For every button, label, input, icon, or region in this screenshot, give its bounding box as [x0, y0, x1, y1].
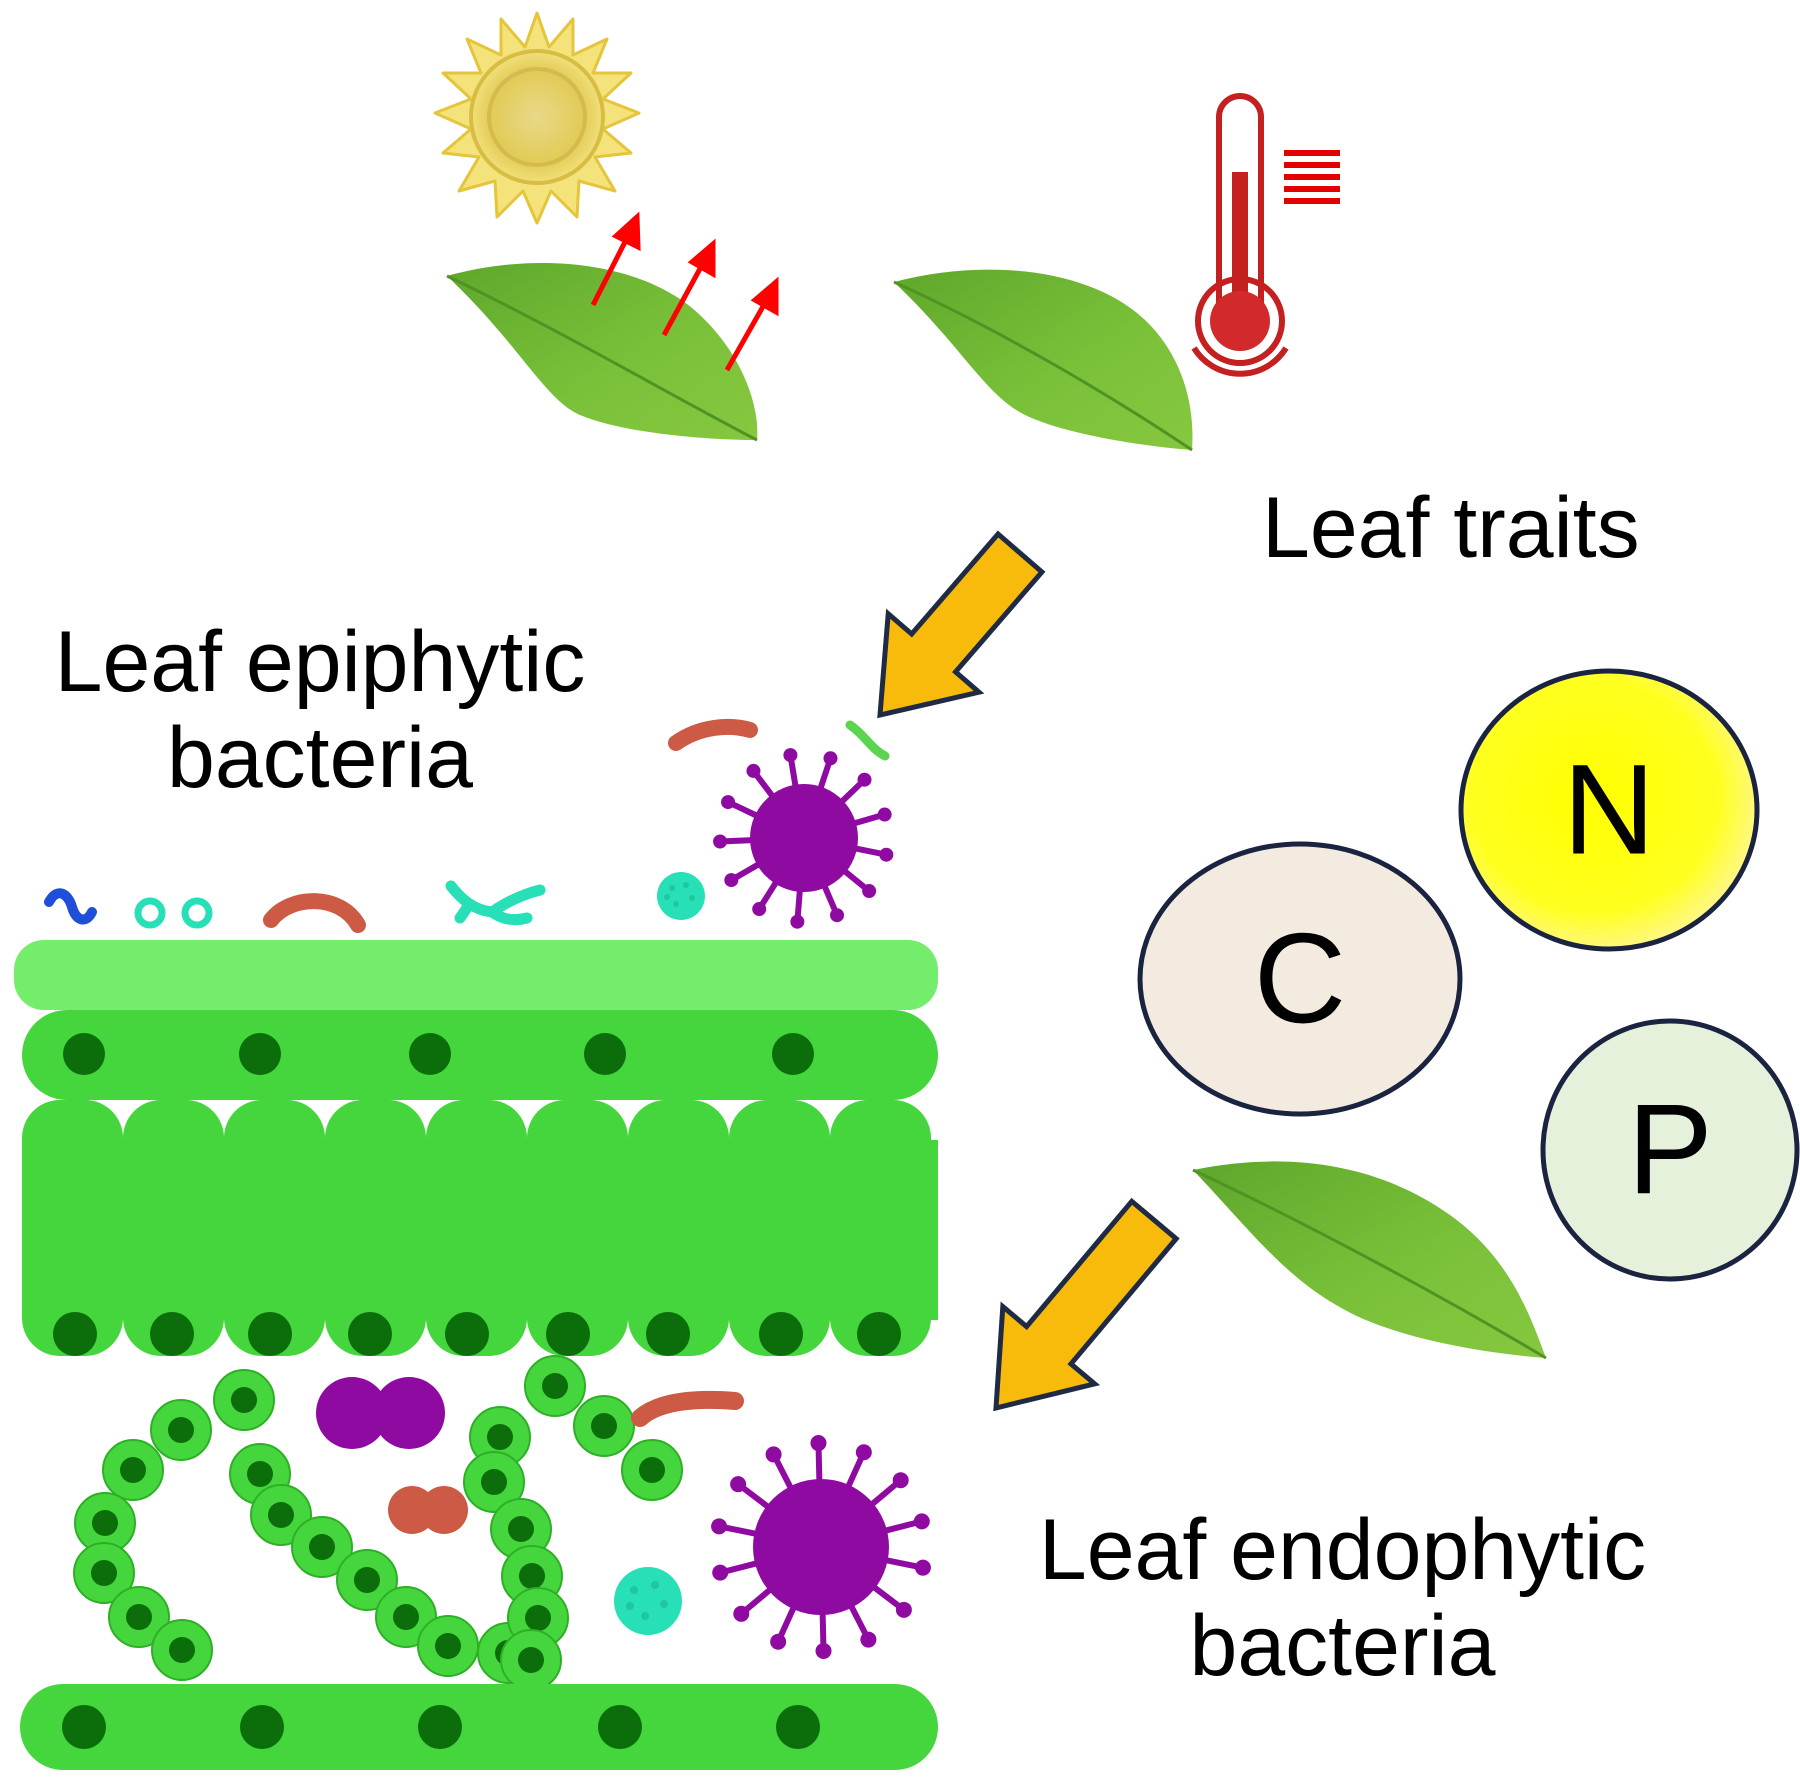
heat-level-bars [1284, 150, 1340, 204]
nucleus [598, 1705, 642, 1749]
nucleus [348, 1312, 392, 1356]
leaf-icon [893, 269, 1193, 452]
bacterium-icon [316, 1377, 445, 1449]
nucleus [591, 1413, 617, 1439]
bacterium-icon [445, 880, 546, 926]
lower-epidermis [20, 1684, 938, 1770]
yellow-arrow-icon [993, 1197, 1180, 1412]
nucleus [772, 1033, 814, 1075]
bacterium-icon [614, 1567, 682, 1635]
nucleus [546, 1312, 590, 1356]
nucleus [150, 1312, 194, 1356]
leaf-traits-label: Leaf traits [1262, 480, 1640, 576]
nucleus [646, 1312, 690, 1356]
epiphytic-microbes [44, 718, 894, 933]
nucleus [857, 1312, 901, 1356]
nucleus [584, 1033, 626, 1075]
epiphytic-label-line2: bacteria [167, 710, 473, 806]
nucleus [63, 1033, 105, 1075]
nucleus [776, 1705, 820, 1749]
nucleus [435, 1633, 461, 1659]
bacterium-icon [845, 720, 890, 761]
epiphytic-label-line1: Leaf epiphytic [54, 614, 586, 710]
bacterium-icon [657, 872, 705, 920]
bacterium-icon [668, 718, 758, 751]
nucleus [354, 1567, 380, 1593]
phosphorus-label: P [1627, 1079, 1712, 1222]
nucleus [240, 1705, 284, 1749]
bacterium-icon [263, 893, 366, 933]
cuticle-layer [14, 940, 938, 1010]
leaf-icon [1192, 1161, 1547, 1360]
nucleus [508, 1516, 534, 1542]
nucleus [53, 1312, 97, 1356]
spongy-mesophyll [73, 1355, 683, 1691]
nucleus [248, 1312, 292, 1356]
bacterium-icon [181, 897, 213, 929]
nucleus [169, 1637, 195, 1663]
light-reflection-arrows [590, 211, 779, 372]
nitrogen-circle: N [1458, 668, 1760, 952]
nucleus [92, 1510, 118, 1536]
carbon-label: C [1254, 908, 1346, 1051]
nucleus [62, 1705, 106, 1749]
epiphytic-bacteria-label: Leaf epiphytic bacteria [0, 614, 640, 806]
thermometer-icon [1191, 93, 1340, 377]
nitrogen-label: N [1563, 739, 1655, 882]
bacterium-icon [388, 1486, 468, 1534]
nucleus [247, 1461, 273, 1487]
nucleus [418, 1705, 462, 1749]
nucleus [268, 1502, 294, 1528]
nucleus [168, 1417, 194, 1443]
bacterium-icon [134, 897, 166, 929]
upper-epidermis [22, 1010, 938, 1100]
nucleus [239, 1033, 281, 1075]
phosphorus-circle: P [1540, 1018, 1800, 1282]
bacterium-icon [631, 1390, 744, 1427]
virus-like-microbe-icon [713, 748, 894, 929]
nucleus [519, 1563, 545, 1589]
endophytic-bacteria-label: Leaf endophytic bacteria [970, 1502, 1715, 1694]
nucleus [393, 1604, 419, 1630]
sun-icon [433, 11, 641, 225]
nucleus [542, 1373, 568, 1399]
nucleus [309, 1534, 335, 1560]
yellow-arrow-icon [877, 530, 1046, 719]
nucleus [91, 1560, 117, 1586]
nucleus [120, 1457, 146, 1483]
nucleus [445, 1312, 489, 1356]
nucleus [518, 1647, 544, 1673]
nucleus [487, 1424, 513, 1450]
nucleus [759, 1312, 803, 1356]
nucleus [231, 1387, 257, 1413]
nucleus [126, 1604, 152, 1630]
bacterium-icon [44, 888, 97, 925]
virus-like-microbe-icon [711, 1435, 931, 1659]
leaf-cross-section [14, 940, 938, 1770]
endophytic-label-line2: bacteria [1189, 1598, 1496, 1694]
nucleus [409, 1033, 451, 1075]
nucleus [525, 1605, 551, 1631]
nucleus [639, 1457, 665, 1483]
palisade-mesophyll [22, 1100, 938, 1356]
nucleus [481, 1469, 507, 1495]
endophytic-microbes [316, 1377, 931, 1659]
endophytic-label-line1: Leaf endophytic [1038, 1502, 1647, 1598]
carbon-circle: C [1137, 841, 1463, 1117]
